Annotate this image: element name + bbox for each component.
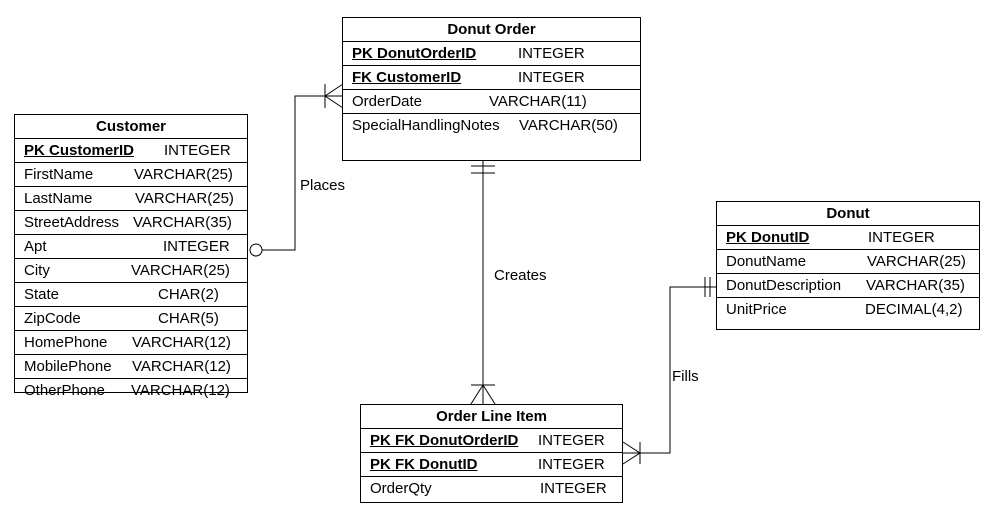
attribute-type: DECIMAL(4,2)	[865, 301, 963, 318]
attribute-type: VARCHAR(35)	[133, 214, 232, 231]
places-connector	[262, 95, 343, 251]
attribute-type: VARCHAR(50)	[519, 117, 618, 134]
attribute-type: CHAR(5)	[158, 310, 219, 327]
attribute-type: CHAR(2)	[158, 286, 219, 303]
attribute-type: VARCHAR(12)	[132, 358, 231, 375]
attribute-name: PK FK DonutOrderID	[370, 432, 519, 449]
attribute-row: FK CustomerID INTEGER	[343, 66, 640, 90]
entity-title: Customer	[15, 115, 247, 139]
entity-donut: Donut PK DonutID INTEGER DonutName VARCH…	[716, 201, 980, 330]
attribute-name: HomePhone	[24, 334, 108, 351]
attribute-type: INTEGER	[538, 432, 605, 449]
attribute-name: OrderDate	[352, 93, 423, 110]
creates-crowsfoot-right	[482, 384, 496, 405]
entity-title: Order Line Item	[361, 405, 622, 429]
attribute-type: INTEGER	[538, 456, 605, 473]
relationship-label-creates: Creates	[494, 267, 547, 284]
attribute-row: OrderDate VARCHAR(11)	[343, 90, 640, 114]
entity-title: Donut	[717, 202, 979, 226]
relationship-label-places: Places	[300, 177, 346, 194]
attribute-name: SpecialHandlingNotes	[352, 117, 500, 134]
attribute-type: VARCHAR(25)	[867, 253, 966, 270]
attribute-name: UnitPrice	[726, 301, 787, 318]
attribute-name: State	[24, 286, 60, 303]
attribute-type: INTEGER	[540, 480, 607, 497]
attribute-row: State CHAR(2)	[15, 283, 247, 307]
attribute-type: VARCHAR(25)	[131, 262, 230, 279]
attribute-row: PK DonutID INTEGER	[717, 226, 979, 250]
entity-donut-order: Donut Order PK DonutOrderID INTEGER FK C…	[342, 17, 641, 161]
attribute-type: VARCHAR(25)	[135, 190, 234, 207]
attribute-row: LastName VARCHAR(25)	[15, 187, 247, 211]
entity-order-line-item: Order Line Item PK FK DonutOrderID INTEG…	[360, 404, 623, 503]
fills-connector	[623, 286, 716, 454]
attribute-row: Apt INTEGER	[15, 235, 247, 259]
attribute-type: VARCHAR(12)	[131, 382, 230, 399]
attribute-row: City VARCHAR(25)	[15, 259, 247, 283]
entity-customer: Customer PK CustomerID INTEGER FirstName…	[14, 114, 248, 399]
attribute-row: PK FK DonutID INTEGER	[361, 453, 622, 477]
attribute-type: INTEGER	[163, 238, 230, 255]
attribute-row: StreetAddress VARCHAR(35)	[15, 211, 247, 235]
attribute-type: INTEGER	[518, 69, 585, 86]
attribute-row: PK DonutOrderID INTEGER	[343, 42, 640, 66]
attribute-name: DonutName	[726, 253, 807, 270]
relationship-label-fills: Fills	[672, 368, 699, 385]
attribute-row: OrderQty INTEGER	[361, 477, 622, 500]
attribute-type: INTEGER	[518, 45, 585, 62]
attribute-name: PK FK DonutID	[370, 456, 478, 473]
attribute-row: HomePhone VARCHAR(12)	[15, 331, 247, 355]
attribute-type: INTEGER	[164, 142, 231, 159]
creates-crowsfoot-left	[470, 384, 484, 405]
attribute-name: DonutDescription	[726, 277, 842, 294]
attribute-name: OrderQty	[370, 480, 432, 497]
fills-crowsfoot-lower	[622, 452, 641, 465]
attribute-name: ZipCode	[24, 310, 81, 327]
attribute-type: INTEGER	[868, 229, 935, 246]
attribute-name: PK DonutID	[726, 229, 810, 246]
attribute-row: SpecialHandlingNotes VARCHAR(50)	[343, 114, 640, 137]
attribute-name: MobilePhone	[24, 358, 112, 375]
places-crowsfoot-lower	[324, 95, 344, 109]
attribute-row: PK FK DonutOrderID INTEGER	[361, 429, 622, 453]
attribute-row: FirstName VARCHAR(25)	[15, 163, 247, 187]
attribute-row: OtherPhone VARCHAR(12)	[15, 379, 247, 402]
attribute-name: LastName	[24, 190, 93, 207]
attribute-type: VARCHAR(35)	[866, 277, 965, 294]
attribute-type: VARCHAR(25)	[134, 166, 233, 183]
places-crowsfoot-upper	[324, 83, 344, 97]
attribute-row: PK CustomerID INTEGER	[15, 139, 247, 163]
entity-title: Donut Order	[343, 18, 640, 42]
attribute-name: FK CustomerID	[352, 69, 462, 86]
attribute-type: VARCHAR(11)	[489, 93, 587, 110]
attribute-row: UnitPrice DECIMAL(4,2)	[717, 298, 979, 321]
attribute-row: ZipCode CHAR(5)	[15, 307, 247, 331]
attribute-name: OtherPhone	[24, 382, 105, 399]
attribute-row: DonutName VARCHAR(25)	[717, 250, 979, 274]
attribute-type: VARCHAR(12)	[132, 334, 231, 351]
attribute-row: MobilePhone VARCHAR(12)	[15, 355, 247, 379]
places-zero-optional-marker	[249, 243, 263, 257]
attribute-name: PK CustomerID	[24, 142, 135, 159]
attribute-name: FirstName	[24, 166, 94, 183]
attribute-name: PK DonutOrderID	[352, 45, 477, 62]
fills-crowsfoot-upper	[622, 441, 641, 454]
attribute-name: StreetAddress	[24, 214, 120, 231]
attribute-name: City	[24, 262, 50, 279]
attribute-name: Apt	[24, 238, 47, 255]
attribute-row: DonutDescription VARCHAR(35)	[717, 274, 979, 298]
